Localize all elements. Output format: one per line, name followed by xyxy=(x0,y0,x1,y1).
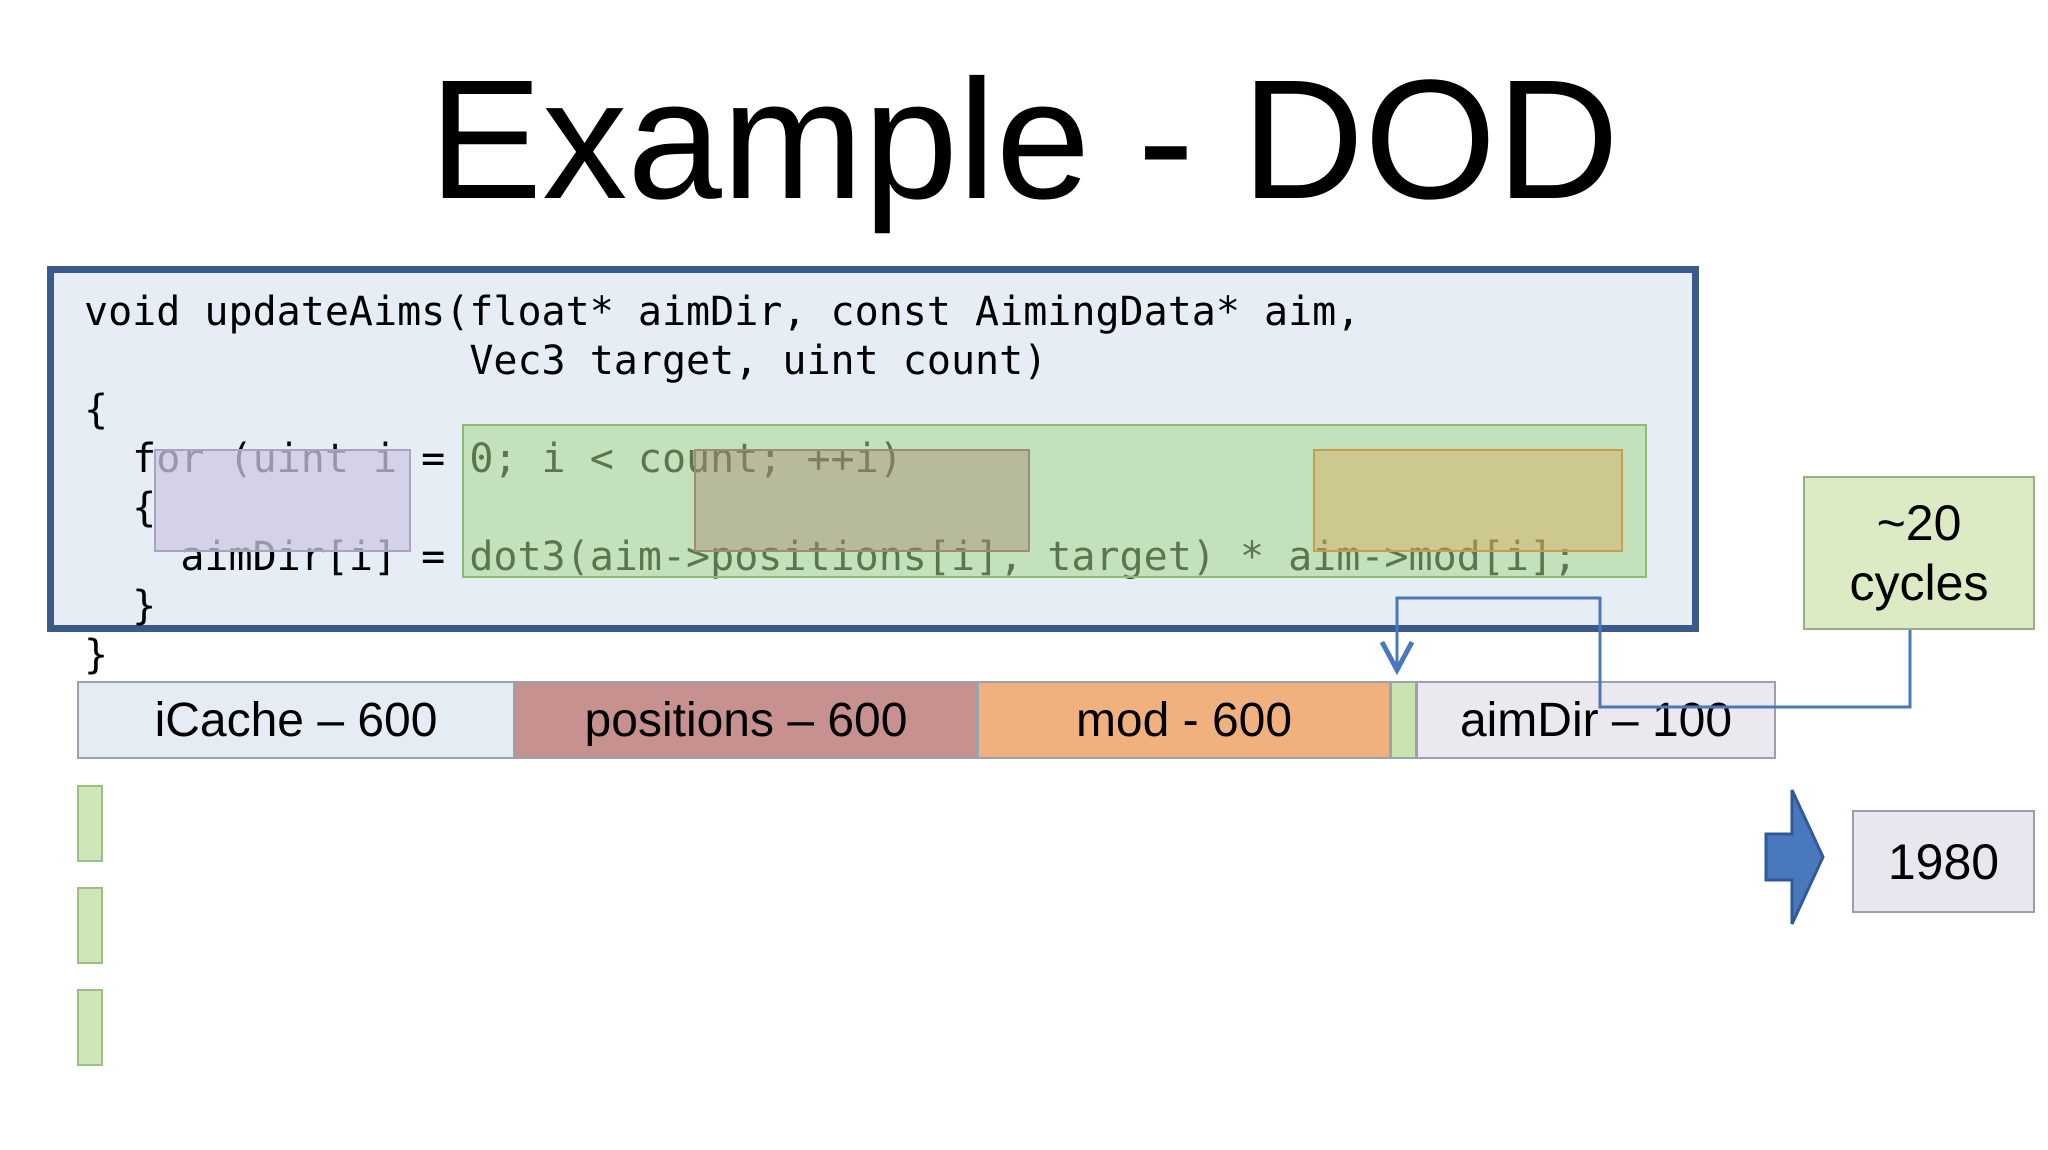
segment-icache: iCache – 600 xyxy=(77,681,515,759)
total-result-value: 1980 xyxy=(1887,833,2000,890)
segment-mod-label: mod - 600 xyxy=(1075,693,1293,747)
segment-aimdir-label: aimDir – 100 xyxy=(1459,693,1733,747)
cycles-unit: cycles xyxy=(1849,555,1989,611)
segment-positions-label: positions – 600 xyxy=(584,693,908,747)
total-result: 1980 xyxy=(1852,810,2035,913)
segment-aimdir: aimDir – 100 xyxy=(1416,681,1776,759)
compute-block-1 xyxy=(77,785,103,862)
compute-block-2 xyxy=(77,887,103,964)
segment-icache-label: iCache – 600 xyxy=(154,693,438,747)
highlight-mod xyxy=(1313,449,1623,552)
highlight-positions xyxy=(694,449,1030,552)
segment-positions: positions – 600 xyxy=(514,681,978,759)
right-arrow-icon xyxy=(1764,789,1825,925)
down-arrow-icon xyxy=(1379,640,1415,676)
cycles-value: ~20 xyxy=(1876,495,1962,551)
highlight-aimdir xyxy=(154,449,411,552)
compute-block-3 xyxy=(77,989,103,1066)
slide-title: Example - DOD xyxy=(428,45,1620,235)
cycles-connector xyxy=(1395,596,1912,709)
segment-mod: mod - 600 xyxy=(977,681,1391,759)
cycles-callout: ~20 cycles xyxy=(1803,476,2035,630)
